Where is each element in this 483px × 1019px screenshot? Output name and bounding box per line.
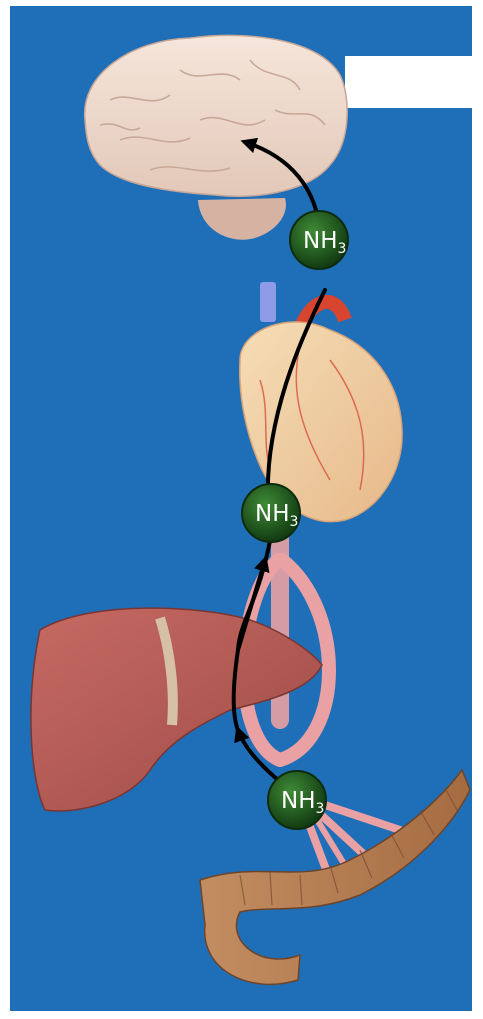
- nh3-badge-gut: NH3: [268, 771, 326, 829]
- nh3-badge-brain: NH3: [290, 211, 348, 269]
- nh3-badge-heart: NH3: [242, 484, 300, 542]
- label-box: [345, 56, 483, 108]
